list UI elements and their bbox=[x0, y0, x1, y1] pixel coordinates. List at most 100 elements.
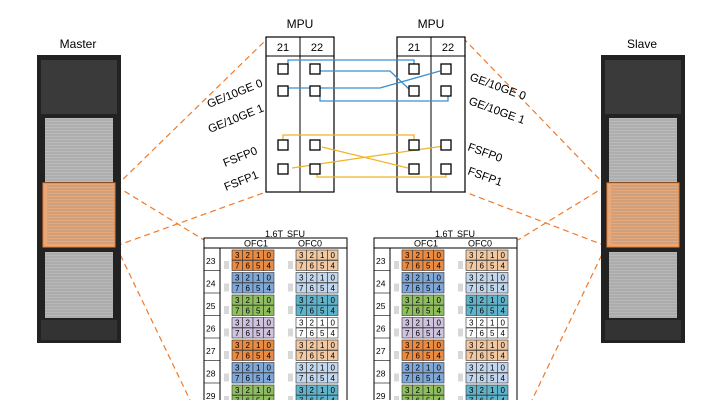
ofc0-port-digit: 6 bbox=[480, 397, 485, 400]
ofc1-port-digit: 3 bbox=[405, 319, 410, 328]
ofc0-port-digit: 2 bbox=[480, 386, 485, 395]
ofc1-port-digit: 0 bbox=[437, 319, 442, 328]
ofc1-port-cell bbox=[433, 372, 445, 384]
ofc0-port-digit: 2 bbox=[310, 386, 315, 395]
ofc1-port-digit: 3 bbox=[405, 386, 410, 395]
port-square[interactable] bbox=[309, 85, 321, 97]
ofc1-port-digit: 1 bbox=[256, 296, 261, 305]
ofc0-port-digit: 1 bbox=[490, 386, 495, 395]
ofc0-port-digit: 5 bbox=[320, 397, 325, 400]
ofc1-port-digit: 3 bbox=[235, 364, 240, 373]
port-square[interactable] bbox=[408, 163, 420, 175]
ofc0-port-digit: 0 bbox=[331, 386, 336, 395]
ofc1-port-cell bbox=[433, 350, 445, 361]
ofc0-port-digit: 0 bbox=[501, 274, 506, 283]
ofc1-port-digit: 2 bbox=[416, 319, 421, 328]
ofc0-header: OFC0 bbox=[468, 239, 492, 249]
port-square[interactable] bbox=[408, 63, 420, 75]
ofc0-port-digit: 1 bbox=[490, 251, 495, 260]
port-square[interactable] bbox=[440, 139, 452, 151]
port-square[interactable] bbox=[309, 163, 321, 175]
ofc0-port-digit: 5 bbox=[490, 352, 495, 361]
ofc1-port-digit: 5 bbox=[426, 397, 431, 400]
row-number: 28 bbox=[376, 369, 386, 379]
ofc1-port-digit: 1 bbox=[256, 341, 261, 350]
ofc1-port-digit: 3 bbox=[405, 341, 410, 350]
lane-marker bbox=[224, 351, 229, 359]
ofc0-header: OFC0 bbox=[298, 239, 322, 249]
ofc1-port-digit: 6 bbox=[246, 329, 251, 338]
ofc0-port-cell bbox=[327, 327, 339, 339]
row-number: 25 bbox=[206, 301, 216, 311]
port-square[interactable] bbox=[277, 63, 289, 75]
ofc1-port-digit: 1 bbox=[426, 251, 431, 260]
mpu-left-title: MPU bbox=[287, 17, 314, 31]
lane-marker bbox=[458, 396, 463, 400]
ofc1-port-cell bbox=[433, 305, 445, 316]
ofc1-port-digit: 3 bbox=[235, 251, 240, 260]
ofc1-port-digit: 5 bbox=[426, 374, 431, 383]
sfu-label: SFU bbox=[457, 229, 475, 239]
ofc0-port-cell bbox=[465, 395, 477, 400]
lane-marker bbox=[224, 396, 229, 400]
ofc1-port-digit: 0 bbox=[437, 251, 442, 260]
ofc1-port-cell bbox=[433, 395, 445, 400]
ofc0-port-digit: 4 bbox=[331, 262, 336, 271]
ofc1-port-digit: 4 bbox=[437, 262, 442, 271]
ofc1-port-digit: 4 bbox=[267, 329, 272, 338]
ofc0-port-digit: 2 bbox=[480, 296, 485, 305]
dashed-connectors bbox=[115, 39, 607, 400]
fsfp1-right-label: FSFP1 bbox=[466, 166, 504, 190]
ofc1-port-digit: 6 bbox=[246, 352, 251, 361]
ofc0-port-digit: 0 bbox=[331, 341, 336, 350]
ofc0-port-digit: 3 bbox=[299, 319, 304, 328]
ofc0-port-digit: 7 bbox=[299, 352, 304, 361]
ofc0-port-digit: 6 bbox=[310, 397, 315, 400]
ofc0-port-digit: 2 bbox=[310, 364, 315, 373]
ofc1-port-digit: 5 bbox=[426, 284, 431, 293]
port-square[interactable] bbox=[408, 139, 420, 151]
port-square[interactable] bbox=[408, 85, 420, 97]
port-square[interactable] bbox=[277, 163, 289, 175]
sfu-label: SFU bbox=[287, 229, 305, 239]
ofc0-port-digit: 3 bbox=[469, 386, 474, 395]
ofc1-port-digit: 1 bbox=[256, 386, 261, 395]
row-number: 27 bbox=[376, 346, 386, 356]
ofc0-port-digit: 0 bbox=[331, 319, 336, 328]
ofc1-port-cell bbox=[422, 395, 434, 400]
port-square[interactable] bbox=[277, 139, 289, 151]
ofc1-port-cell bbox=[263, 339, 275, 351]
mpu-right-slot-21: 21 bbox=[408, 42, 420, 54]
ofc1-port-digit: 0 bbox=[267, 251, 272, 260]
row-number: 25 bbox=[376, 301, 386, 311]
ofc1-port-digit: 1 bbox=[426, 341, 431, 350]
lane-marker bbox=[458, 261, 463, 269]
ofc0-port-digit: 3 bbox=[299, 251, 304, 260]
ofc1-port-digit: 4 bbox=[437, 329, 442, 338]
ofc0-port-digit: 1 bbox=[490, 296, 495, 305]
mpu-left: MPU 21 22 bbox=[265, 17, 335, 193]
port-square[interactable] bbox=[309, 63, 321, 75]
ofc1-port-digit: 2 bbox=[246, 319, 251, 328]
ofc1-port-cell bbox=[252, 395, 264, 400]
ofc0-port-digit: 0 bbox=[501, 341, 506, 350]
port-square[interactable] bbox=[440, 85, 452, 97]
lane-marker bbox=[224, 306, 229, 314]
ofc1-port-digit: 4 bbox=[267, 397, 272, 400]
port-square[interactable] bbox=[277, 85, 289, 97]
ofc1-port-digit: 6 bbox=[416, 329, 421, 338]
ofc0-port-digit: 0 bbox=[331, 251, 336, 260]
port-square[interactable] bbox=[440, 63, 452, 75]
ofc0-port-digit: 2 bbox=[310, 319, 315, 328]
ofc1-port-cell bbox=[433, 384, 445, 396]
ofc0-port-digit: 1 bbox=[320, 364, 325, 373]
ofc1-port-digit: 7 bbox=[235, 262, 240, 271]
mpu-right: MPU 21 22 bbox=[396, 17, 466, 193]
ofc1-port-digit: 1 bbox=[426, 296, 431, 305]
port-square[interactable] bbox=[440, 163, 452, 175]
port-square[interactable] bbox=[309, 139, 321, 151]
